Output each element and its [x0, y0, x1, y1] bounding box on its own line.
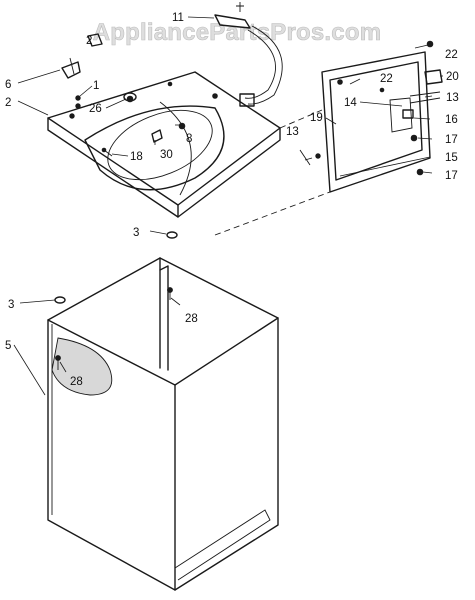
callout-17-lower: 17 [445, 170, 458, 182]
callout-3-lower: 3 [8, 299, 14, 311]
callout-22-right: 22 [445, 49, 458, 61]
callout-16: 16 [445, 114, 458, 126]
bracket-part-2 [87, 33, 103, 47]
screw-part-18 [101, 147, 113, 157]
callout-26: 26 [89, 103, 102, 115]
hinge-clip-part-6 [61, 57, 81, 79]
cabinet-screws [54, 231, 178, 370]
callout-22-left: 22 [380, 73, 393, 85]
callout-3-upper: 3 [133, 227, 139, 239]
callout-14: 14 [344, 97, 357, 109]
screw-part-30 [151, 129, 163, 143]
washer-lid [321, 51, 431, 193]
lid-alignment-line [214, 191, 331, 236]
washer-cabinet [47, 257, 279, 591]
callout-28-upper: 28 [185, 313, 198, 325]
callout-5: 5 [5, 340, 11, 352]
callout-13-right: 13 [446, 92, 459, 104]
callout-8: 8 [186, 133, 192, 145]
callout-19: 19 [310, 112, 323, 124]
hinge-alignment-line [279, 109, 323, 129]
callout-6: 6 [5, 79, 11, 91]
callout-30: 30 [160, 149, 173, 161]
callout-20: 20 [446, 71, 459, 83]
callout-labels: 6 2 2 1 26 8 30 18 11 22 22 20 13 14 19 … [5, 12, 459, 388]
watermark-text: AppliancePartsPros.com [93, 19, 382, 46]
wire-harness [214, 2, 283, 107]
washer-top-cover [47, 71, 281, 218]
callout-1: 1 [93, 80, 99, 92]
callout-2-left: 2 [5, 97, 11, 109]
leader-lines [13, 16, 443, 396]
callout-15: 15 [445, 152, 458, 164]
callout-17-upper: 17 [445, 134, 458, 146]
callout-2-top: 2 [86, 35, 92, 47]
callout-13-left: 13 [286, 126, 299, 138]
callout-11: 11 [172, 12, 184, 24]
callout-18: 18 [130, 151, 143, 163]
plug-part-26 [123, 92, 137, 102]
screw-part-8 [178, 122, 186, 130]
screws-part-1 [69, 95, 81, 119]
callout-28-lower: 28 [70, 376, 83, 388]
lid-hardware [299, 40, 443, 176]
